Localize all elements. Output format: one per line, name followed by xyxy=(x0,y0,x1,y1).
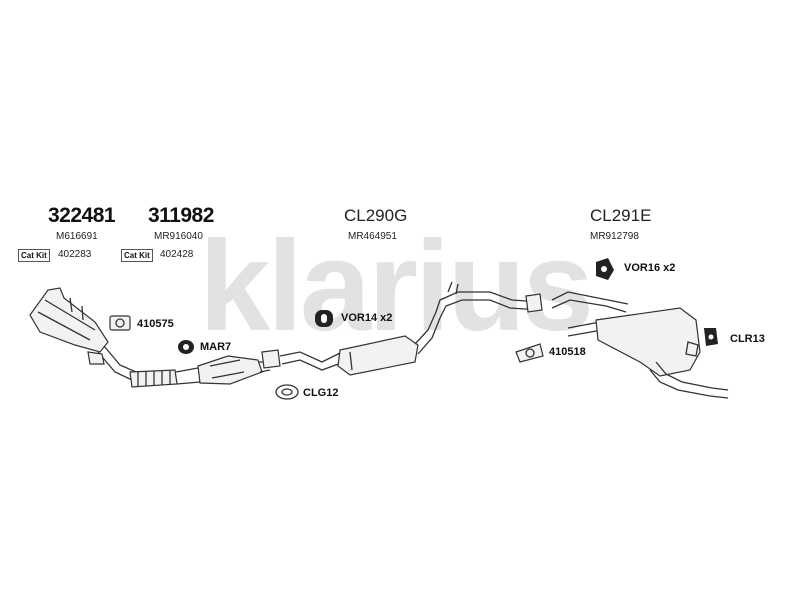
front-catalyst-assembly xyxy=(29,287,137,381)
catkit-number-402428: 402428 xyxy=(160,249,194,260)
flex-pipe xyxy=(129,369,178,388)
catkit-badge-1: Cat Kit xyxy=(18,249,50,262)
part-label-clr13: CLR13 xyxy=(730,333,765,345)
flange-gasket-icon xyxy=(87,293,543,369)
part-title-cl290g: CL290G xyxy=(344,206,408,225)
part-label-vor16: VOR16 x2 xyxy=(624,262,676,274)
part-label-410518: 410518 xyxy=(549,346,586,358)
ref-mr464951: MR464951 xyxy=(348,231,397,242)
part-label-vor14: VOR14 x2 xyxy=(341,312,393,324)
mount-mar7-icon xyxy=(178,340,194,354)
rubber-mount-vor16-icon xyxy=(596,258,614,280)
catkit-badge-2: Cat Kit xyxy=(121,249,153,262)
part-number-322481: 322481 xyxy=(48,204,116,227)
ref-mr916040: MR916040 xyxy=(154,231,203,242)
watermark: klarius xyxy=(199,215,591,358)
catkit-number-402283: 402283 xyxy=(58,249,92,260)
gasket-410518-icon xyxy=(515,343,544,363)
part-label-410575: 410575 xyxy=(137,318,174,330)
middle-silencer xyxy=(279,281,541,376)
clamp-clr13-icon xyxy=(704,328,718,346)
ref-m616691: M616691 xyxy=(56,231,98,242)
clamp-clg12-icon xyxy=(275,384,299,400)
part-title-cl291e: CL291E xyxy=(590,206,652,225)
part-number-311982: 311982 xyxy=(148,204,214,227)
part-label-clg12: CLG12 xyxy=(303,387,339,399)
gasket-410575-icon xyxy=(109,315,131,331)
part-label-mar7: MAR7 xyxy=(200,341,232,353)
rear-silencer xyxy=(551,291,729,399)
catalytic-converter xyxy=(175,355,271,385)
ref-mr912798: MR912798 xyxy=(590,231,639,242)
rubber-mount-vor14-icon xyxy=(315,310,333,327)
